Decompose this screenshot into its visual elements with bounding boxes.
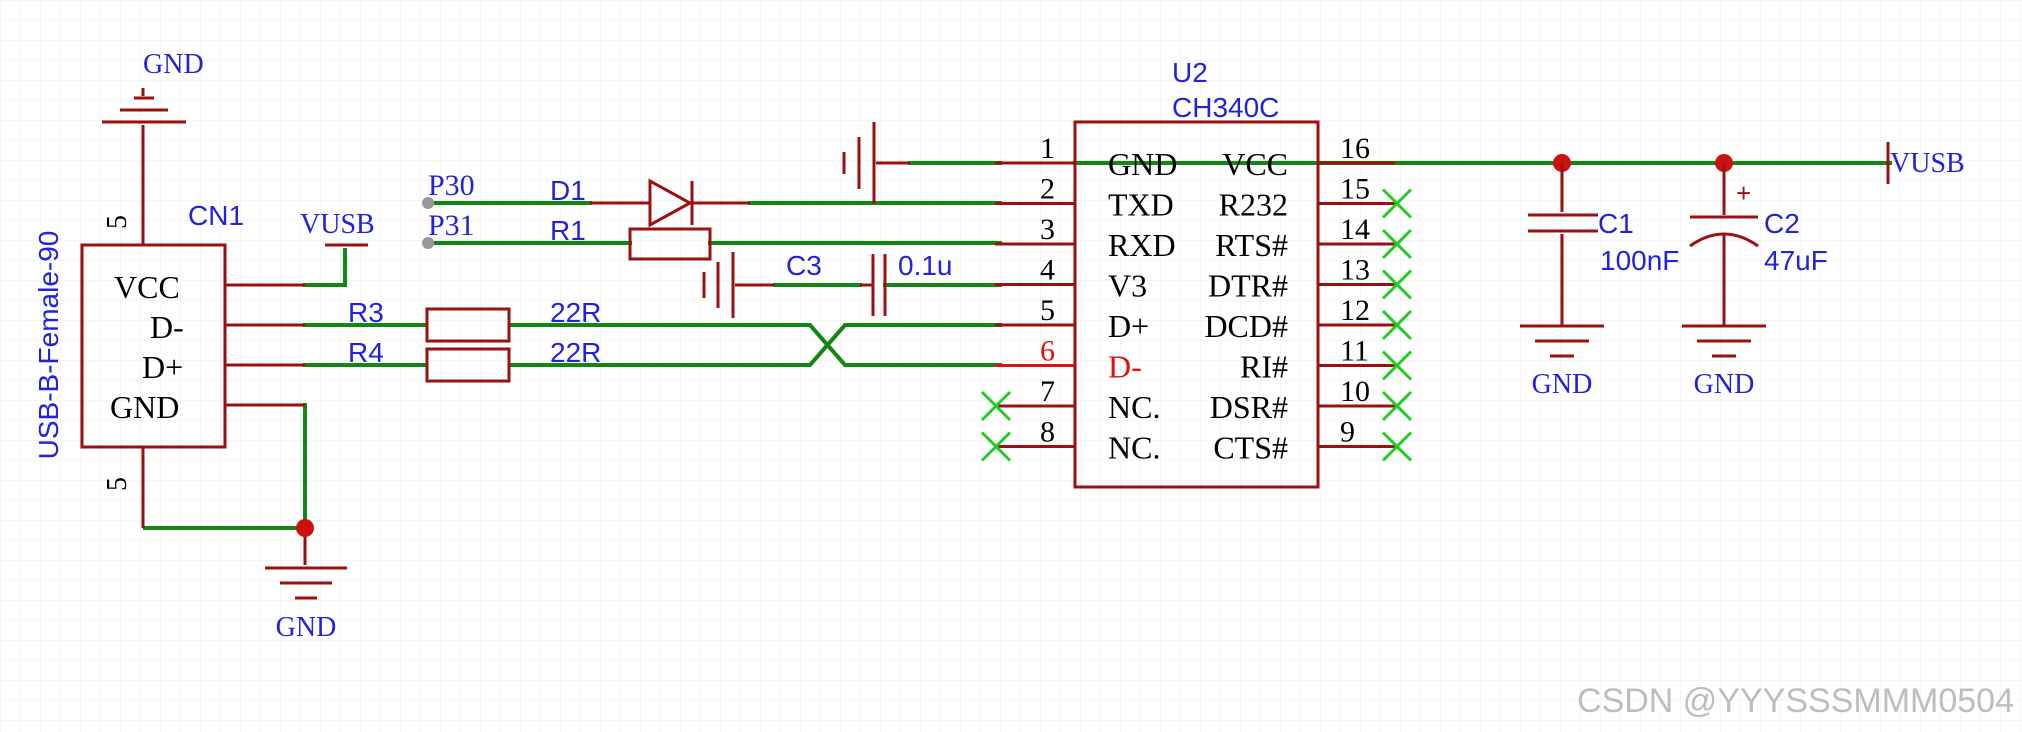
u2-right-pin-name: DTR# [1208,268,1288,304]
u2-left-pin-name: RXD [1108,227,1176,263]
u2-right-pin-name: RI# [1240,349,1288,385]
u2-left-pin-names: GND TXD RXD V3D+ D- NC. NC. [1108,146,1177,466]
net-label-p30: P30 [428,169,475,202]
u2-right-pin-number: 9 [1340,416,1355,449]
no-connect-icon [980,431,1012,462]
u2-left-pin-number: 4 [1040,254,1055,287]
u2-left-pin-number: 2 [1040,173,1055,206]
u2-right-pin-number: 15 [1340,173,1370,206]
u2-right-pin-number: 11 [1340,335,1369,368]
u2-left-pin-number: 8 [1040,416,1055,449]
u2-right-pin-name: R232 [1219,187,1288,223]
u2-left-pin-numbers: 1 2 3 4 5 6 7 8 [1040,132,1055,449]
cn1-shield-pin-top: 5 [102,215,133,229]
u2-left-pin-name: NC. [1108,389,1160,425]
r4-resistor [425,347,511,383]
u2-left-pin-name: D- [1108,349,1142,385]
c3-value: 0.1u [898,250,953,281]
u2-right-pin-name: DCD# [1204,308,1288,344]
r3-value: 22R [550,297,601,328]
c3-capacitor [702,252,887,318]
c2-value: 47uF [1764,245,1828,276]
net-label-p31: P31 [428,209,475,242]
cn1-ref: CN1 [188,200,244,231]
gnd-label-c1: GND [1532,369,1593,400]
c2-ref: C2 [1764,208,1800,239]
no-connect-icon [980,390,1012,422]
vusb-label-right: VUSB [1890,148,1965,179]
cn1-shield-pin-bottom: 5 [102,477,133,491]
no-connect-markers [980,188,1413,462]
cn1-pin-dminus: D- [150,309,184,345]
u2-right-pin-number: 10 [1340,375,1370,408]
c3-ref: C3 [786,250,822,281]
d1-ref: D1 [550,175,586,206]
u2-right-pin-number: 13 [1340,254,1370,287]
no-connect-icon [1381,431,1413,462]
u2-right-pin-name: DSR# [1210,389,1288,425]
r1-resistor [628,227,712,261]
r4-ref: R4 [348,337,384,368]
c2-capacitor [1682,163,1766,358]
u2-left-pin-number: 6 [1040,335,1055,368]
c1-capacitor [1520,163,1604,358]
c1-value: 100nF [1600,245,1679,276]
p30-port-dot [422,197,434,209]
r3-ref: R3 [348,297,384,328]
r1-ref: R1 [550,215,586,246]
c1-ref: C1 [1598,208,1634,239]
watermark: CSDN @YYYSSSMMM0504 [1577,682,2014,720]
cn1-usb-connector: CN1 USB-B-Female-90 VCC D- D+ GND 5 5 [33,125,305,528]
p31-port-dot [422,237,434,249]
cn1-pin-gnd: GND [110,389,179,425]
u2-left-pin-number: 5 [1040,294,1055,327]
r3-resistor [425,307,511,343]
ground-symbol-cn1-top [102,88,186,124]
junction-cn1-gnd [296,519,314,537]
gnd-label-cn1-bottom: GND [276,612,337,643]
u2-left-pin-name: GND [1108,146,1177,182]
u2-left-pin-name: D+ [1108,308,1149,344]
u2-value: CH340C [1172,92,1279,123]
no-connect-icon [1381,228,1413,260]
u2-left-pin-name: TXD [1108,187,1174,223]
u2-right-pin-numbers: 16 15 14 13 12 11 10 9 [1340,132,1370,449]
u2-left-pin-number: 7 [1040,375,1055,408]
u2-right-pin-number: 14 [1340,213,1370,246]
gnd-label-c2: GND [1694,369,1755,400]
no-connect-icon [1381,188,1413,219]
gnd-label-cn1-top: GND [143,49,204,80]
d1-diode [590,178,750,228]
u2-left-pin-number: 3 [1040,213,1055,246]
u2-chip [995,120,1395,489]
u2-left-pin-name: V3 [1108,268,1147,304]
ground-symbol-u2-pin1 [842,122,910,204]
u2-left-pin-number: 1 [1040,132,1055,165]
cn1-pin-dplus: D+ [142,349,183,385]
no-connect-icon [1381,390,1413,422]
u2-right-pin-name: CTS# [1213,430,1288,466]
u2-left-pin-name: NC. [1108,430,1160,466]
u2-ref: U2 [1172,57,1208,88]
u2-right-pin-name: VCC [1222,146,1288,182]
u2-right-pin-name: RTS# [1215,227,1288,263]
no-connect-icon [1381,350,1413,381]
no-connect-icon [1381,269,1413,300]
cn1-pin-vcc: VCC [114,269,180,305]
no-connect-icon [1381,309,1413,341]
cn1-value: USB-B-Female-90 [33,231,64,460]
vusb-label-cn1: VUSB [300,209,375,240]
u2-right-pin-number: 12 [1340,294,1370,327]
c2-polarity: + [1736,178,1751,208]
u2-right-pin-number: 16 [1340,132,1370,165]
r4-value: 22R [550,337,601,368]
